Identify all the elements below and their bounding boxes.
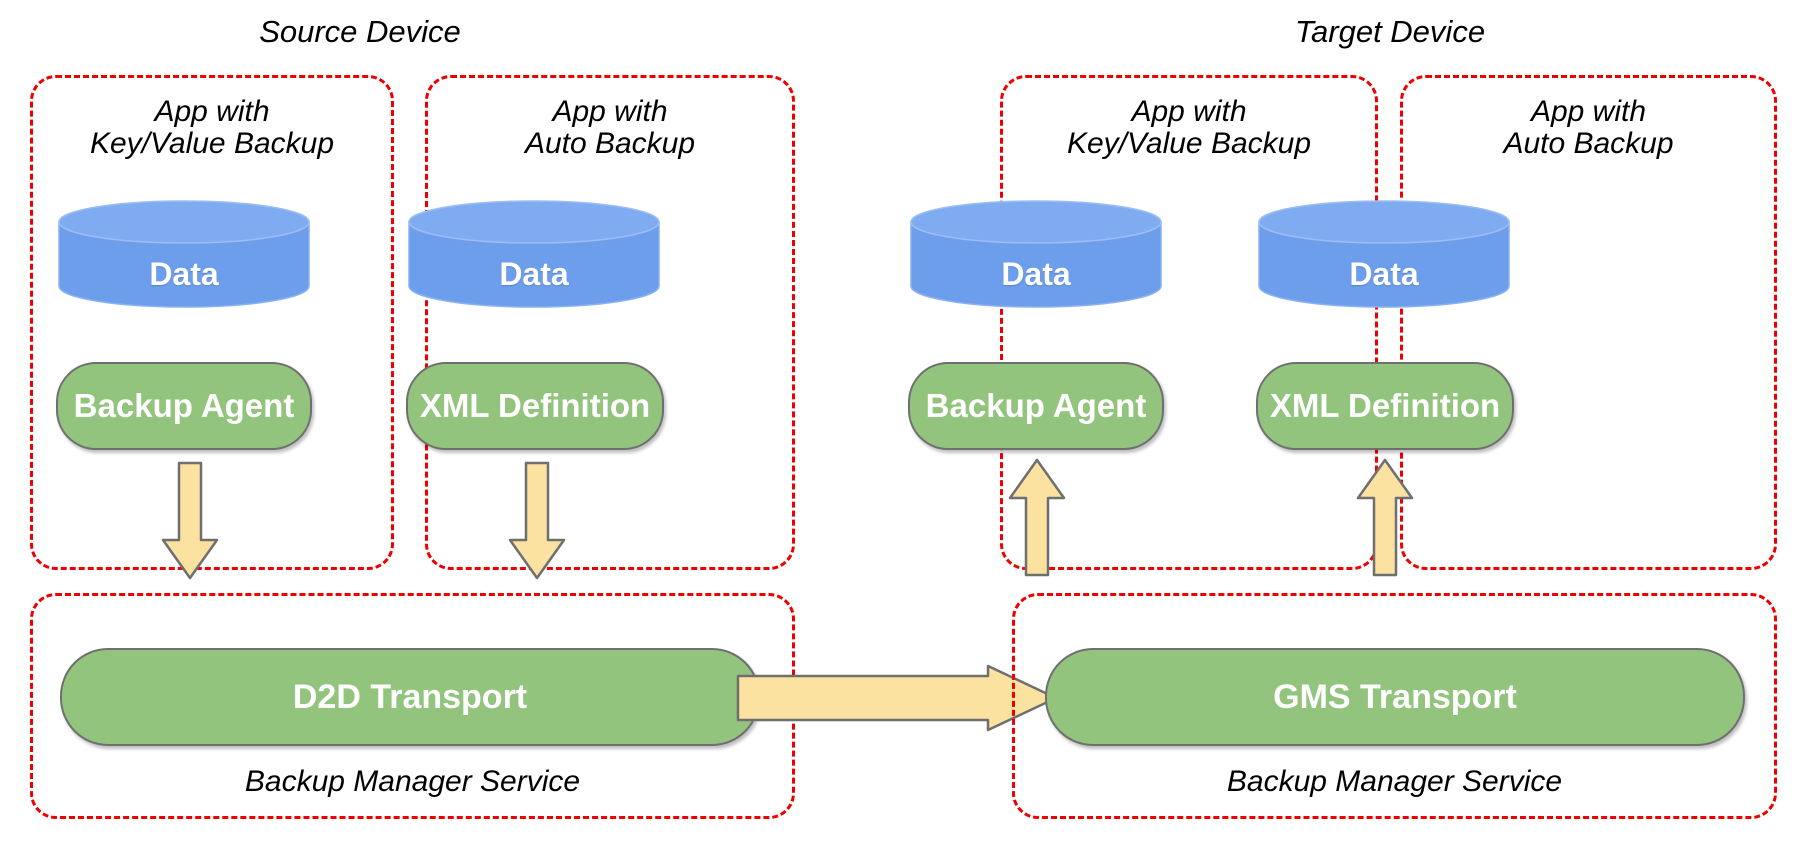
- source-app-1-title-line1: App with: [154, 95, 270, 128]
- source-app-1-data-cylinder: Data: [58, 200, 310, 308]
- source-app-1-title: App with Key/Value Backup: [30, 95, 394, 161]
- source-app-2-component[interactable]: XML Definition: [406, 362, 664, 450]
- target-app-2-title-line2: Auto Backup: [1503, 127, 1674, 161]
- target-transport[interactable]: GMS Transport: [1045, 648, 1745, 746]
- target-app-1-up-arrow-icon: [1008, 458, 1066, 577]
- target-app-1-data-label: Data: [1001, 256, 1071, 292]
- source-app-2-title-line1: App with: [552, 95, 668, 128]
- source-app-2-title-line2: Auto Backup: [524, 127, 696, 161]
- source-app-1-down-arrow-icon: [161, 461, 219, 580]
- source-app-2-title: App with Auto Backup: [425, 95, 795, 161]
- target-app-1-title-line1: App with: [1131, 95, 1247, 128]
- target-app-1-container: [1000, 75, 1378, 570]
- target-app-1-component[interactable]: Backup Agent: [908, 362, 1164, 450]
- target-service-label: Backup Manager Service: [1226, 765, 1563, 798]
- source-app-1-component[interactable]: Backup Agent: [56, 362, 312, 450]
- target-backup-manager-service-container: [1012, 593, 1777, 819]
- source-service-label: Backup Manager Service: [244, 765, 581, 798]
- source-app-2-container: [425, 75, 795, 570]
- source-app-1-container: [30, 75, 394, 570]
- target-app-2-component[interactable]: XML Definition: [1256, 362, 1514, 450]
- target-app-2-data-label: Data: [1349, 256, 1419, 292]
- transport-to-transport-right-arrow-icon: [736, 664, 1058, 732]
- target-app-2-data-cylinder: Data: [1258, 200, 1510, 308]
- source-app-1-title-line2: Key/Value Backup: [89, 127, 335, 161]
- source-app-1-data-label: Data: [149, 256, 219, 292]
- source-app-2-down-arrow-icon: [508, 461, 566, 580]
- target-app-2-container: [1400, 75, 1777, 570]
- target-app-2-title-line1: App with: [1530, 95, 1647, 128]
- target-app-1-title-line2: Key/Value Backup: [1066, 127, 1312, 161]
- target-device-title: Target Device: [1294, 14, 1486, 49]
- target-app-1-title: App with Key/Value Backup: [1000, 95, 1378, 161]
- source-transport[interactable]: D2D Transport: [60, 648, 760, 746]
- target-app-1-data-cylinder: Data: [910, 200, 1162, 308]
- target-app-2-title: App with Auto Backup: [1400, 95, 1777, 161]
- source-app-2-data-label: Data: [499, 256, 569, 292]
- source-device-title: Source Device: [259, 14, 461, 49]
- source-app-2-data-cylinder: Data: [408, 200, 660, 308]
- target-app-2-up-arrow-icon: [1356, 458, 1414, 577]
